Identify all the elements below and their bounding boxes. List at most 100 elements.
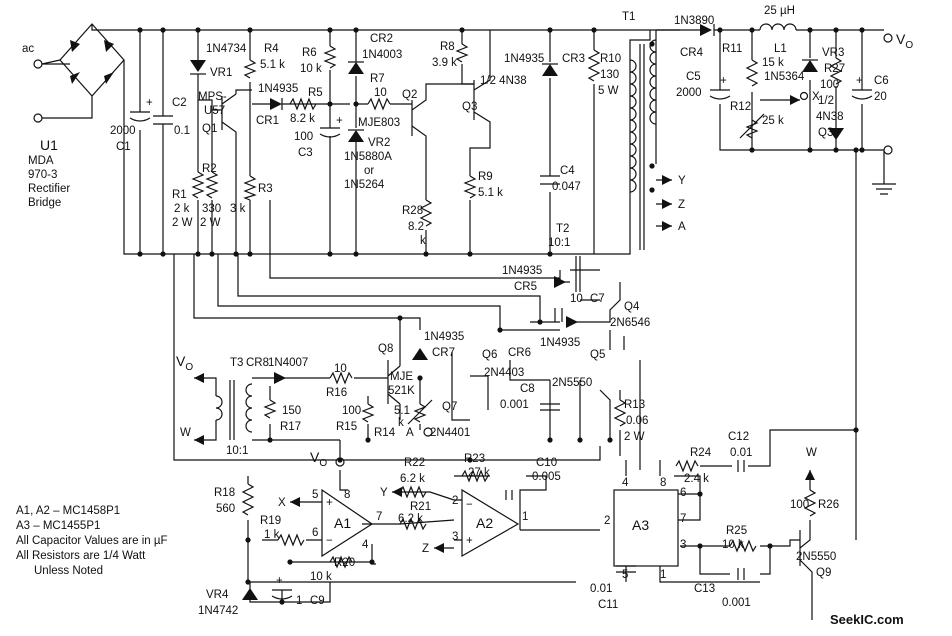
r7-label-b: 10 <box>374 87 387 99</box>
x-arrow-a1 <box>290 497 300 507</box>
c4-label-b: 0.047 <box>552 181 581 193</box>
r1-label-c: 2 W <box>172 217 193 229</box>
c4-symbol <box>540 175 560 185</box>
q9-label-b: Q9 <box>816 567 831 579</box>
x-terminal-a <box>799 91 809 101</box>
cr8-label-a: CR8 <box>246 357 269 369</box>
r22-label-a: R22 <box>404 457 425 469</box>
r19-label-b: 1 k <box>264 529 280 541</box>
z-arrow-a2 <box>434 543 444 553</box>
ground-icon <box>872 180 896 195</box>
r27-label-b: 100 <box>820 79 839 91</box>
cr5-label-b: CR5 <box>514 281 537 293</box>
ac-terminal-bottom <box>33 113 43 123</box>
vr3-label-b: 1N5364 <box>764 71 805 83</box>
c10-label-b: 0.005 <box>532 471 561 483</box>
cr6-symbol <box>566 316 578 328</box>
w-arrow <box>194 435 204 445</box>
q3b-led-symbol <box>828 128 844 140</box>
c6-symbol <box>851 89 873 100</box>
a-terminal <box>423 427 433 437</box>
a3-pin3: 3 <box>680 539 686 551</box>
a1-pin8: 8 <box>344 489 350 501</box>
q2-label-b: MJE803 <box>358 117 400 129</box>
c12-label-b: 0.01 <box>730 447 752 459</box>
a3-pin8: 8 <box>660 477 666 489</box>
r14-label-c: R14 <box>374 427 396 439</box>
q6-label-b: 2N4403 <box>484 367 524 379</box>
r28-symbol <box>419 199 433 227</box>
c7-symbol <box>554 308 563 322</box>
cr7-label-a: 1N4935 <box>424 331 464 343</box>
r12-label-b: 25 k <box>762 115 784 127</box>
c13-label-b: 0.001 <box>722 597 751 609</box>
r7-symbol <box>367 97 391 111</box>
r25-label-b: 10 k <box>722 539 744 551</box>
cr7-symbol <box>412 348 428 360</box>
w-arrow-q9 <box>805 470 815 480</box>
vo-label-a1: VO <box>310 449 327 469</box>
r15-label-a: 100 <box>342 405 361 417</box>
vr3-label-a: VR3 <box>822 47 844 59</box>
x-label-top: X <box>812 91 820 103</box>
a1-label: A1 <box>334 515 351 531</box>
t3-winding-left <box>215 395 223 421</box>
cr3-symbol <box>542 64 558 76</box>
t1-core <box>639 44 645 250</box>
vr2-label-c: or <box>364 165 374 177</box>
z-label: Z <box>678 199 685 211</box>
t1-label: T1 <box>622 11 635 23</box>
r21-symbol <box>399 517 427 531</box>
w-label-left: W <box>180 427 191 439</box>
r11-label-b: 15 k <box>762 57 784 69</box>
t3-label-b: 10:1 <box>226 445 248 457</box>
r10-label-b: 130 <box>600 69 619 81</box>
note-line-1: A1, A2 – MC1458P1 <box>16 505 121 517</box>
c8-label-b: 0.001 <box>500 399 529 411</box>
a-label: A <box>678 221 686 233</box>
a2-pin1: 1 <box>522 511 528 523</box>
r28-label-b: 8.2 <box>408 221 424 233</box>
a3-label: A3 <box>632 517 649 533</box>
a3-pin1: 1 <box>660 569 666 581</box>
note-line-3: All Capacitor Values are in µF <box>16 535 168 547</box>
r4-label-b: 5.1 k <box>260 59 285 71</box>
q2-label-a: Q2 <box>402 89 417 101</box>
r21-label-a: R21 <box>410 501 431 513</box>
t3-winding-right <box>245 383 253 433</box>
ac-label: ac <box>22 43 34 55</box>
r27-symbol <box>829 57 843 85</box>
r23-label-b: 27 k <box>468 467 490 479</box>
r5-label-a: R5 <box>308 87 323 99</box>
y-label: Y <box>678 175 686 187</box>
y-arrow-a2 <box>392 487 402 497</box>
r13-label-a: R13 <box>624 399 645 411</box>
c3-label-b: C3 <box>298 147 313 159</box>
r21-label-b: 6.2 k <box>398 513 423 525</box>
bridge-diode-2 <box>104 40 114 52</box>
r26-label-b: R26 <box>818 499 839 511</box>
q3a-label-a: 1/2 4N38 <box>480 75 527 87</box>
r11-symbol <box>745 59 759 87</box>
a2-label: A2 <box>476 515 493 531</box>
r16-label-b: R16 <box>326 387 347 399</box>
a-label-q7: A <box>406 427 414 439</box>
a3-box <box>613 489 679 567</box>
r13-label-b: 0.06 <box>626 415 648 427</box>
c9-label-a: 1 <box>296 595 302 607</box>
c4-label-a: C4 <box>560 165 575 177</box>
vr4-label-b: 1N4742 <box>198 605 238 617</box>
r8-label-a: R8 <box>440 41 455 53</box>
r14-label-a: 5.1 <box>394 405 410 417</box>
c6-plus: + <box>856 75 863 87</box>
vo-terminal <box>883 33 893 43</box>
r8-label-b: 3.9 k <box>432 57 457 69</box>
r12-symbol <box>739 113 765 139</box>
r9-label-a: R9 <box>478 171 493 183</box>
c10-symbol <box>505 490 513 500</box>
bridge-diode-4 <box>104 72 114 84</box>
y-label-a2: Y <box>380 487 388 499</box>
q4-label-b: 2N6546 <box>610 317 650 329</box>
a1-plus: + <box>326 497 333 509</box>
watermark: SeekIC.com <box>830 612 904 627</box>
